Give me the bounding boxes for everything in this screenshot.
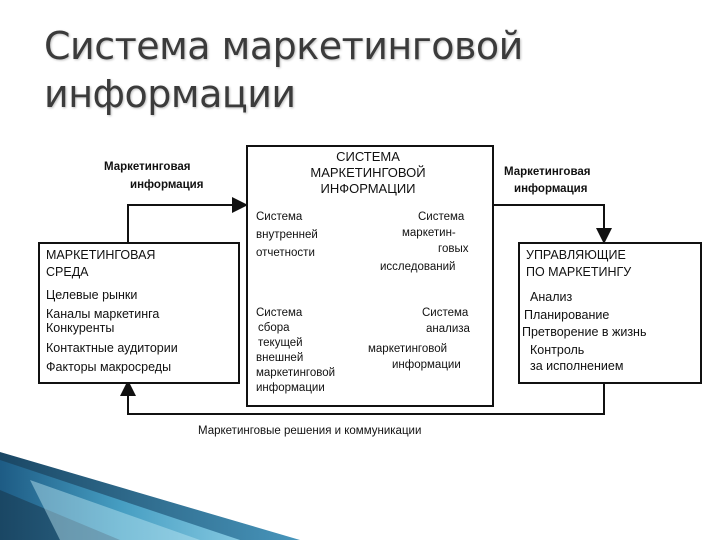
internal-reporting-3: отчетности [256, 247, 315, 259]
left-item-4: Контактные аудитории [46, 341, 178, 355]
intelligence-5: маркетинговой [256, 367, 336, 379]
flow-label-in-1: Маркетинговая [104, 161, 191, 173]
analysis-2: анализа [426, 323, 470, 335]
right-heading-2: ПО МАРКЕТИНГУ [526, 265, 632, 279]
analysis-4: информации [392, 359, 461, 371]
center-box [246, 145, 494, 407]
right-heading-1: УПРАВЛЯЮЩИЕ [526, 248, 626, 262]
flow-left-to-center [127, 197, 248, 242]
intelligence-3: текущей [258, 337, 303, 349]
title-line-2: информации [44, 72, 296, 116]
right-item-5: за исполнением [530, 359, 624, 373]
flow-label-bottom: Маркетинговые решения и коммуникации [198, 425, 422, 437]
left-item-5: Факторы макросреды [46, 360, 172, 374]
flow-right-to-left-bottom [120, 380, 605, 415]
left-item-2: Каналы маркетинга [46, 307, 160, 321]
left-item-3: Конкуренты [46, 321, 115, 335]
research-3: говых [438, 243, 469, 255]
right-box [518, 242, 702, 384]
title-line-1: Система маркетинговой [44, 24, 523, 68]
research-2: маркетин- [402, 227, 456, 239]
internal-reporting-1: Система [256, 211, 303, 223]
flow-label-in-2: информация [130, 179, 204, 191]
intelligence-4: внешней [256, 352, 304, 364]
internal-reporting-2: внутренней [256, 229, 318, 241]
flow-label-out-1: Маркетинговая [504, 166, 591, 178]
center-heading-1: СИСТЕМА [336, 149, 400, 164]
left-item-1: Целевые рынки [46, 288, 138, 302]
left-heading-2: СРЕДА [46, 265, 89, 279]
flow-label-out-2: информация [514, 183, 588, 195]
right-item-2: Планирование [524, 308, 610, 322]
flow-center-to-right [492, 204, 612, 244]
analysis-1: Система [422, 307, 469, 319]
slide-title: Система маркетинговой информации [44, 22, 523, 118]
right-item-4: Контроль [530, 343, 585, 357]
intelligence-6: информации [256, 382, 325, 394]
right-item-3: Претворение в жизнь [522, 325, 647, 339]
center-heading-3: ИНФОРМАЦИИ [320, 181, 416, 196]
left-heading-1: МАРКЕТИНГОВАЯ [46, 248, 156, 262]
center-heading-2: МАРКЕТИНГОВОЙ [310, 165, 426, 180]
intelligence-1: Система [256, 307, 303, 319]
decorative-wedge [0, 452, 300, 540]
right-item-1: Анализ [530, 290, 573, 304]
intelligence-2: сбора [258, 322, 290, 334]
analysis-3: маркетинговой [368, 343, 448, 355]
research-4: исследований [380, 261, 456, 273]
left-box [38, 242, 240, 384]
research-1: Система [418, 211, 465, 223]
